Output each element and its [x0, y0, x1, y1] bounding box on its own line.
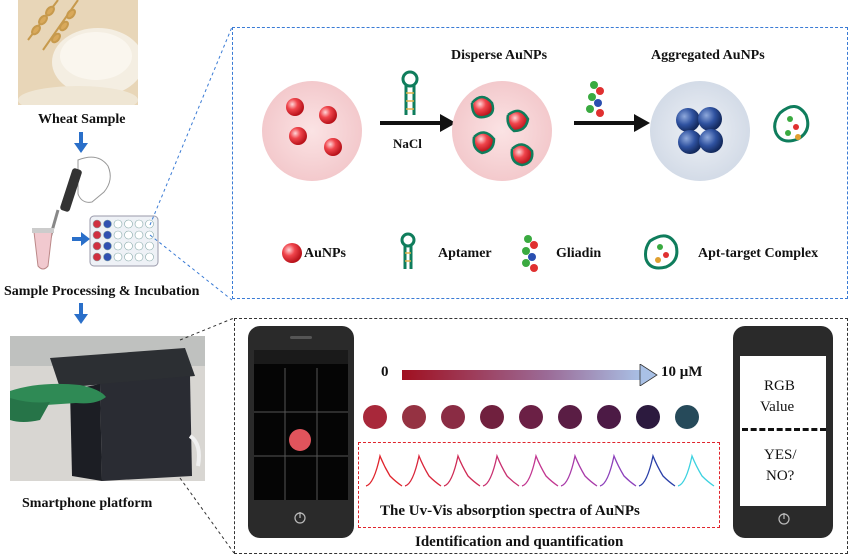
- smartphone-platform-photo: [10, 336, 205, 481]
- top-panel: [232, 27, 848, 299]
- color-swatch-7: [597, 405, 621, 429]
- plate-well: [113, 241, 123, 251]
- spectrum-curve-8: [638, 453, 676, 487]
- value-label: Value: [760, 399, 795, 415]
- plate-well: [134, 241, 144, 251]
- processing-label: Sample Processing & Incubation: [4, 284, 200, 299]
- gliadin-icon: [586, 81, 604, 117]
- plate-well: [124, 219, 133, 229]
- color-swatch-8: [636, 405, 660, 429]
- legend-aptamer-label: Aptamer: [438, 246, 492, 261]
- plate-well: [134, 219, 144, 229]
- aggregated-label: Aggregated AuNPs: [651, 48, 765, 63]
- plate-well: [134, 230, 144, 240]
- apt-target-complex-icon: [773, 105, 810, 143]
- plate-well: [113, 219, 123, 229]
- spectra-box: [358, 442, 720, 528]
- plate-well: [124, 252, 133, 262]
- color-swatch-4: [480, 405, 504, 429]
- wheat-sample-label: Wheat Sample: [38, 112, 126, 127]
- nacl-label: NaCl: [393, 136, 422, 151]
- legend-aptamer-icon: [400, 232, 416, 269]
- plate-well: [124, 241, 133, 251]
- plate-well: [145, 241, 154, 251]
- plate-well: [92, 219, 102, 229]
- spectrum-curve-9: [677, 453, 715, 487]
- right-phone-screen: [740, 356, 826, 506]
- plate-well: [113, 230, 123, 240]
- plate-well: [145, 252, 154, 262]
- color-swatch-3: [441, 405, 465, 429]
- arrow-down-icon-2: [74, 303, 88, 324]
- power-icon: [778, 513, 790, 525]
- plate-well: [92, 252, 102, 262]
- gradient-end-label: 10 μM: [661, 364, 703, 380]
- plate-well: [92, 241, 102, 251]
- disperse-label: Disperse AuNPs: [451, 48, 548, 63]
- plate-well: [124, 230, 133, 240]
- top-scheme: [262, 70, 810, 272]
- color-swatches: [363, 405, 699, 429]
- yes-label: YES/: [764, 447, 797, 463]
- rgb-label: RGB: [764, 378, 795, 394]
- color-swatch-1: [363, 405, 387, 429]
- left-phone: [248, 326, 354, 538]
- dispersed-aunps: [470, 95, 534, 167]
- pipette-incubation-illustration: [32, 156, 159, 270]
- arrow-down-icon: [74, 132, 88, 153]
- aptamer-icon: [401, 70, 419, 115]
- plate-well: [92, 230, 102, 240]
- plate-well: [103, 219, 112, 229]
- plate-well: [113, 252, 123, 262]
- color-swatch-5: [519, 405, 543, 429]
- plate-well: [145, 219, 154, 229]
- footer-label: Identification and quantification: [415, 534, 624, 550]
- spectrum-curve-2: [404, 453, 442, 487]
- legend-gliadin-icon: [522, 235, 538, 272]
- legend-complex-label: Apt-target Complex: [698, 246, 819, 261]
- legend-aunps-label: AuNPs: [304, 246, 347, 261]
- wheat-sample-photo: [18, 0, 138, 105]
- legend-gliadin-label: Gliadin: [556, 246, 602, 261]
- smartphone-platform-label: Smartphone platform: [22, 496, 153, 511]
- color-swatch-9: [675, 405, 699, 429]
- plate-well: [103, 252, 112, 262]
- color-swatch-6: [558, 405, 582, 429]
- plate-well: [103, 230, 112, 240]
- spectrum-curve-3: [443, 453, 481, 487]
- spectrum-curve-1: [365, 453, 403, 487]
- plate-well: [103, 241, 112, 251]
- divider: [742, 428, 826, 431]
- spectra-label: The Uv-Vis absorption spectra of AuNPs: [380, 503, 640, 519]
- bottom-panel: [234, 318, 848, 554]
- plate-well: [134, 252, 144, 262]
- spectrum-curve-4: [482, 453, 520, 487]
- no-label: NO?: [766, 468, 795, 484]
- spectra-curves: [365, 453, 715, 487]
- legend-complex-icon: [644, 234, 679, 270]
- gradient-start-label: 0: [381, 364, 389, 380]
- spectrum-curve-5: [521, 453, 559, 487]
- spectrum-curve-7: [599, 453, 637, 487]
- concentration-arrow: [402, 364, 658, 386]
- color-swatch-2: [402, 405, 426, 429]
- plate-well: [145, 230, 154, 240]
- spectrum-curve-6: [560, 453, 598, 487]
